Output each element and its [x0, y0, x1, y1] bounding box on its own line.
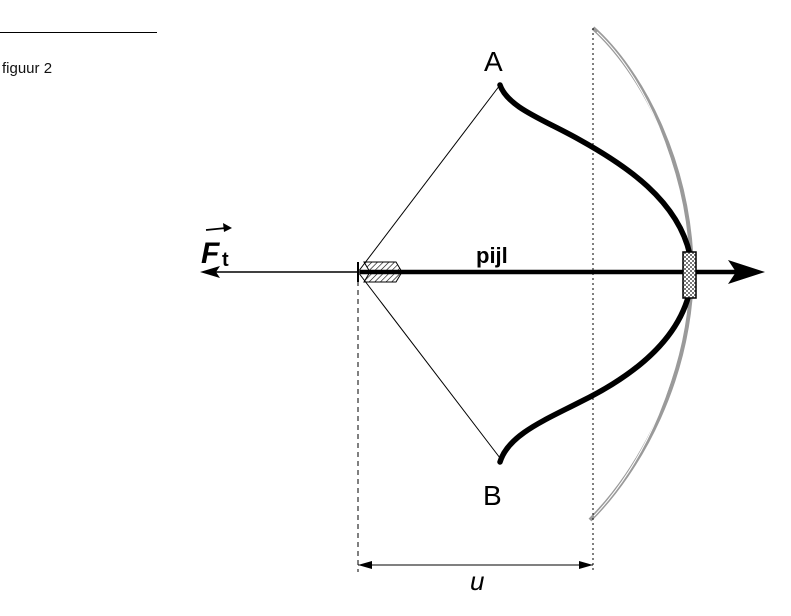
string-upper	[357, 84, 501, 273]
distance-arrowhead-right	[579, 561, 593, 569]
bow-limb-lower	[497, 287, 693, 465]
label-force-symbol: F	[201, 237, 220, 270]
label-b: B	[483, 480, 502, 511]
figure-caption: figuur 2	[2, 60, 53, 77]
force-vector-bar	[205, 227, 227, 231]
label-force-subscript: t	[222, 249, 229, 271]
force-vector-bar-head	[223, 223, 232, 232]
label-u: u	[470, 566, 484, 596]
arrow-head	[728, 260, 765, 284]
string-lower	[357, 271, 501, 459]
label-pijl: pijl	[476, 243, 508, 268]
force-arrowhead	[200, 266, 220, 278]
arrow-fletching	[363, 261, 403, 283]
bow-grip	[682, 251, 697, 299]
distance-arrowhead-left	[358, 561, 372, 569]
label-a: A	[484, 46, 503, 77]
bow-limb-upper	[497, 82, 693, 258]
caption-rule	[0, 32, 157, 33]
